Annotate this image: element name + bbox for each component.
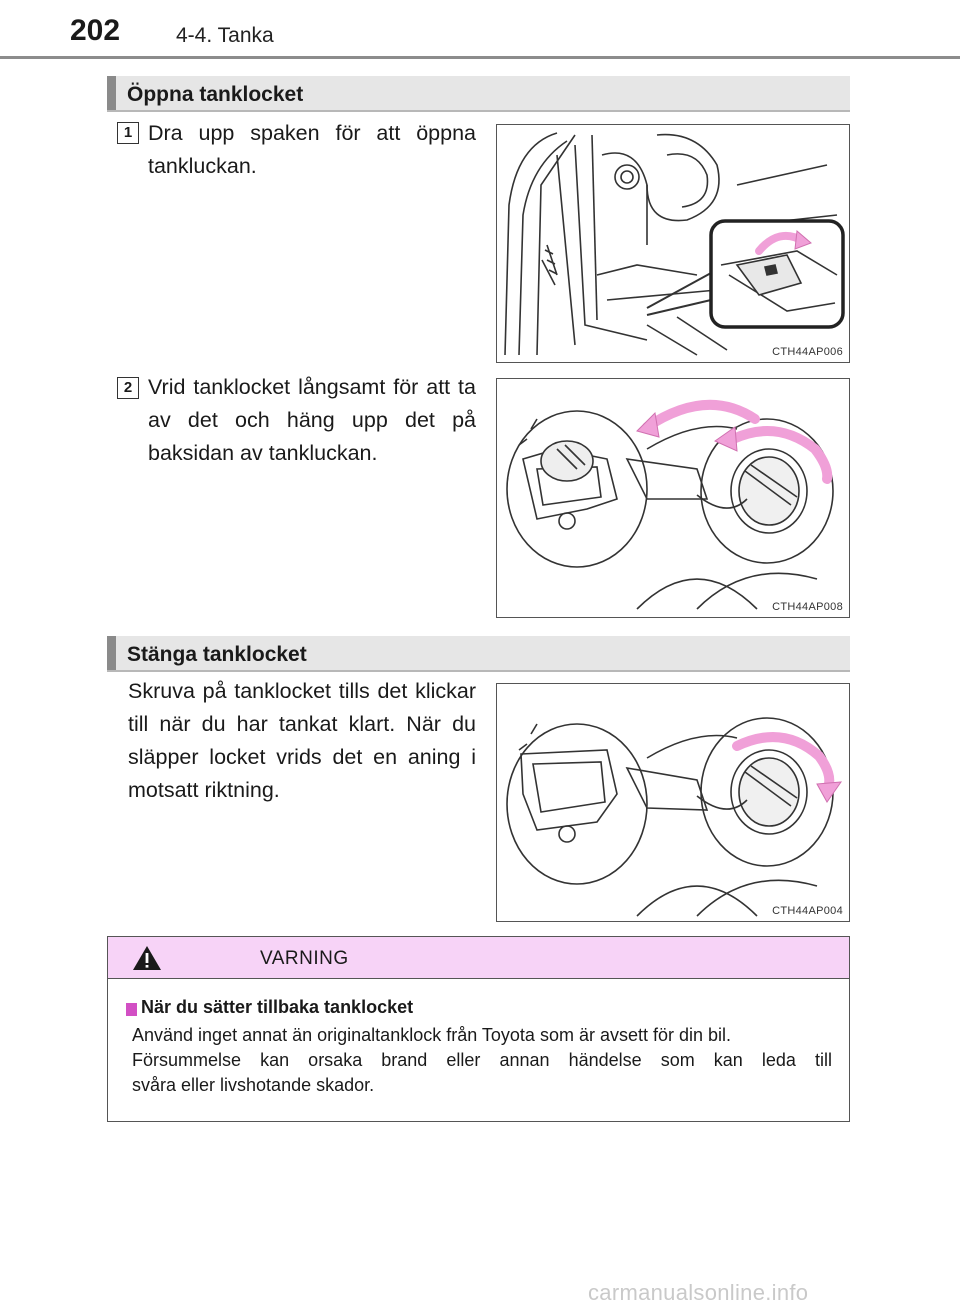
warning-label: VARNING	[260, 948, 349, 969]
section-header-open: Öppna tanklocket	[107, 76, 850, 112]
figure-fuel-lever: CTH44AP006	[496, 124, 850, 363]
figure-code: CTH44AP008	[772, 601, 843, 613]
section-title-open: Öppna tanklocket	[127, 83, 304, 106]
warning-bullet-marker	[126, 1003, 137, 1016]
warning-box: VARNING När du sätter tillbaka tanklocke…	[107, 936, 850, 1122]
figure-close-cap: CTH44AP004	[496, 683, 850, 922]
step-badge-2: 2	[117, 377, 139, 399]
close-cap-illustration	[506, 717, 843, 917]
step-2-text: Vrid tanklocket långsamt för att ta av d…	[148, 375, 476, 465]
close-text: Skruva på tanklocket tills det klickar t…	[128, 679, 476, 802]
warning-text: Använd inget annat än originaltanklock f…	[132, 1023, 832, 1098]
section-title-close: Stänga tanklocket	[127, 643, 307, 666]
header-rule	[0, 56, 960, 59]
page-number: 202	[70, 14, 121, 47]
warning-line: Försummelse kan orsaka brand eller annan…	[132, 1050, 832, 1070]
remove-cap-illustration	[506, 399, 834, 610]
section-header-bar	[107, 636, 116, 670]
step-badge-1: 1	[117, 122, 139, 144]
figure-code: CTH44AP006	[772, 346, 843, 358]
step-1-text: Dra upp spaken för att öppna tankluckan.	[148, 121, 476, 178]
section-header-close: Stänga tanklocket	[107, 636, 850, 672]
figure-remove-cap: CTH44AP008	[496, 378, 850, 618]
chapter-label: 4-4. Tanka	[176, 24, 274, 47]
warning-header: VARNING	[108, 937, 849, 979]
warning-line: Använd inget annat än originaltanklock f…	[132, 1025, 732, 1045]
section-header-bar	[107, 76, 116, 110]
fuel-lever-illustration	[504, 132, 845, 356]
watermark: carmanualsonline.info	[588, 1280, 809, 1305]
warning-subtitle: När du sätter tillbaka tanklocket	[141, 997, 414, 1017]
warning-line: svåra eller livshotande skador.	[132, 1075, 375, 1095]
figure-code: CTH44AP004	[772, 905, 843, 917]
warning-icon	[133, 946, 161, 970]
